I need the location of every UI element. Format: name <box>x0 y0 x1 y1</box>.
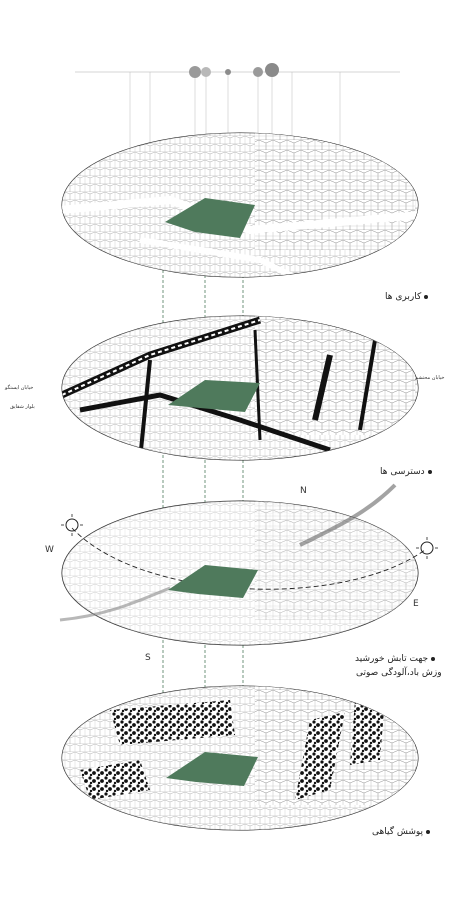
indicator-circle <box>189 66 201 78</box>
bullet-icon <box>431 656 436 661</box>
sun-icon <box>61 514 83 536</box>
layer-label-land-use: کاربری ها <box>385 292 429 302</box>
layer-label-wind: وزش باد،آلودگی صوتی <box>356 668 442 678</box>
top-indicator-bar <box>75 63 400 170</box>
layer-label-text: پوشش گیاهی <box>372 827 424 837</box>
wind-flow <box>59 586 171 622</box>
compass-letter-w: W <box>45 545 54 555</box>
layer-label-text: کاربری ها <box>385 292 422 302</box>
indicator-circle <box>201 67 211 77</box>
layer-sun-wind: N W E S <box>45 483 438 663</box>
layer-label-text: وزش باد،آلودگی صوتی <box>356 668 442 678</box>
site-parcel-green <box>168 380 260 412</box>
compass-letter-n: N <box>300 486 307 496</box>
layer-label-sun: جهت تابش خورشید <box>355 654 436 664</box>
bullet-icon <box>427 469 432 474</box>
site-parcel-green <box>168 565 258 598</box>
indicator-circle <box>253 67 263 77</box>
site-parcel-green <box>165 198 255 238</box>
indicator-circle <box>265 63 279 77</box>
layer-label-vegetation: پوشش گیاهی <box>372 827 431 837</box>
layer-label-text: دسترسی ها <box>380 467 425 477</box>
layer-vegetation <box>61 685 419 831</box>
layer-access <box>61 315 419 461</box>
indicator-circle <box>225 69 231 75</box>
bullet-icon <box>424 294 429 299</box>
site-parcel-green <box>166 752 258 786</box>
compass-letter-e: E <box>413 599 419 609</box>
street-label-left-1: خیابان ایستگو <box>5 385 34 391</box>
street-label-left-2: بلوار شقایق <box>10 404 35 410</box>
compass-letter-s: S <box>145 653 151 663</box>
layer-land-use <box>61 132 419 278</box>
layer-label-access: دسترسی ها <box>380 467 432 477</box>
sun-icon <box>416 537 438 559</box>
wind-flow <box>299 483 397 547</box>
layer-label-text: جهت تابش خورشید <box>355 654 429 664</box>
bullet-icon <box>426 829 431 834</box>
street-label-right: خیابان محتشم <box>415 375 445 381</box>
